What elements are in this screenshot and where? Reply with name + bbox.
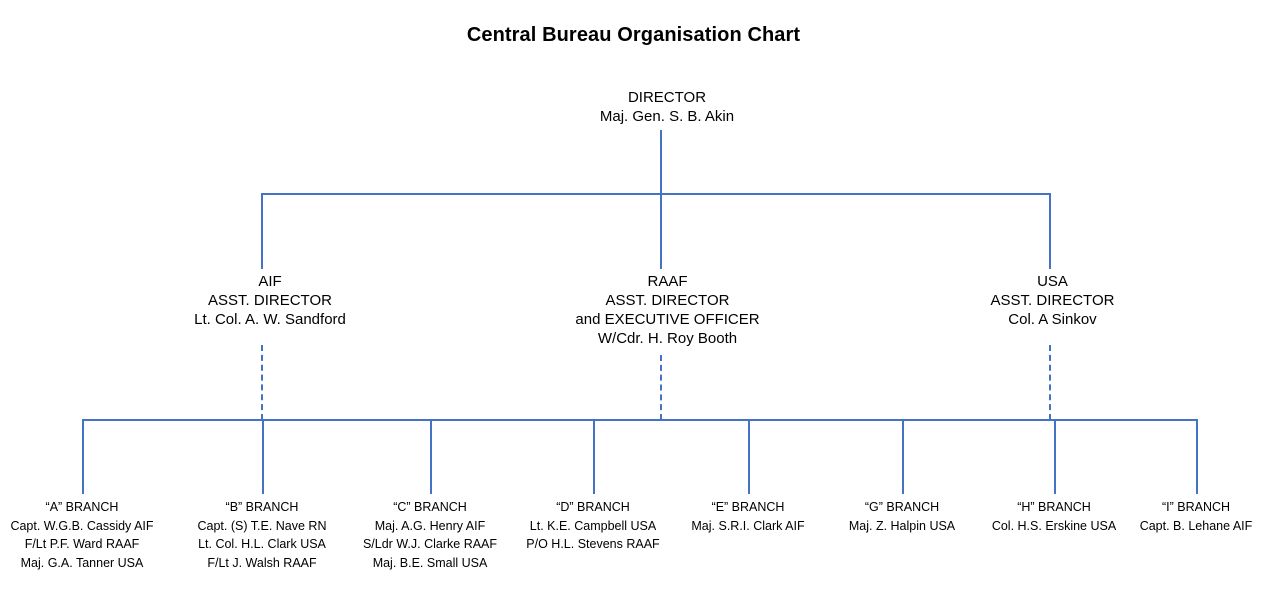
branch-c-member-1: Maj. A.G. Henry AIF	[374, 518, 486, 533]
branch-a-member-2: F/Lt P.F. Ward RAAF	[24, 537, 140, 551]
raaf-role: ASST. DIRECTOR	[605, 292, 730, 309]
page-title: Central Bureau Organisation Chart	[466, 24, 801, 46]
branch-c-member-2: S/Ldr W.J. Clarke RAAF	[362, 537, 498, 551]
branch-c-member-3: Maj. B.E. Small USA	[372, 555, 488, 570]
branch-d-label: “D” BRANCH	[556, 500, 630, 514]
connector-drop-usa	[1049, 193, 1051, 269]
branch-a-label: “A” BRANCH	[45, 500, 119, 514]
connector-dashed-usa	[1049, 345, 1051, 420]
node-branch-i: “I” BRANCH Capt. B. Lehane AIF	[1116, 498, 1267, 535]
branch-b-label: “B” BRANCH	[225, 500, 299, 514]
branch-i-member-1: Capt. B. Lehane AIF	[1139, 518, 1253, 533]
branch-e-member-1: Maj. S.R.I. Clark AIF	[691, 518, 805, 533]
connector-drop-branch-i	[1196, 419, 1198, 494]
usa-service: USA	[1037, 273, 1068, 290]
connector-director-stem	[660, 130, 662, 193]
usa-role: ASST. DIRECTOR	[990, 292, 1115, 309]
branch-d-member-2: P/O H.L. Stevens RAAF	[526, 537, 660, 551]
raaf-person: W/Cdr. H. Roy Booth	[597, 330, 738, 347]
node-asst-director-aif: AIF ASST. DIRECTOR Lt. Col. A. W. Sandfo…	[150, 272, 390, 329]
connector-drop-branch-g	[902, 419, 904, 494]
raaf-role-2: and EXECUTIVE OFFICER	[575, 311, 760, 328]
branch-d-member-1: Lt. K.E. Campbell USA	[529, 518, 657, 533]
branch-b-member-3: F/Lt J. Walsh RAAF	[207, 555, 317, 570]
aif-role: ASST. DIRECTOR	[208, 292, 332, 309]
connector-dashed-raaf	[660, 355, 662, 420]
node-branch-h: “H” BRANCH Col. H.S. Erskine USA	[970, 498, 1138, 535]
director-person: Maj. Gen. S. B. Akin	[599, 108, 735, 125]
branch-g-member-1: Maj. Z. Halpin USA	[848, 518, 956, 533]
node-branch-g: “G” BRANCH Maj. Z. Halpin USA	[822, 498, 982, 535]
branch-b-member-2: Lt. Col. H.L. Clark USA	[198, 537, 326, 551]
node-branch-e: “E” BRANCH Maj. S.R.I. Clark AIF	[668, 498, 828, 535]
connector-drop-branch-e	[748, 419, 750, 494]
connector-drop-raaf	[660, 193, 662, 269]
branch-a-member-1: Capt. W.G.B. Cassidy AIF	[10, 518, 154, 533]
usa-person: Col. A Sinkov	[1008, 311, 1097, 328]
branch-g-label: “G” BRANCH	[864, 500, 940, 514]
node-director: DIRECTOR Maj. Gen. S. B. Akin	[533, 88, 801, 126]
node-asst-director-raaf: RAAF ASST. DIRECTOR and EXECUTIVE OFFICE…	[540, 272, 795, 348]
node-branch-b: “B” BRANCH Capt. (S) T.E. Nave RN Lt. Co…	[176, 498, 348, 572]
aif-person: Lt. Col. A. W. Sandford	[194, 311, 346, 328]
node-branch-c: “C” BRANCH Maj. A.G. Henry AIF S/Ldr W.J…	[344, 498, 516, 572]
branch-h-label: “H” BRANCH	[1017, 500, 1091, 514]
connector-drop-branch-h	[1054, 419, 1056, 494]
node-branch-a: “A” BRANCH Capt. W.G.B. Cassidy AIF F/Lt…	[0, 498, 177, 572]
connector-top-bus	[261, 193, 1050, 195]
branch-c-label: “C” BRANCH	[393, 500, 467, 514]
aif-service: AIF	[258, 273, 282, 290]
raaf-service: RAAF	[647, 273, 688, 290]
connector-drop-branch-a	[82, 419, 84, 494]
branch-b-member-1: Capt. (S) T.E. Nave RN	[197, 518, 327, 533]
node-branch-d: “D” BRANCH Lt. K.E. Campbell USA P/O H.L…	[507, 498, 679, 554]
connector-drop-branch-b	[262, 419, 264, 494]
connector-dashed-aif	[261, 345, 263, 420]
branch-e-label: “E” BRANCH	[711, 500, 785, 514]
connector-drop-branch-d	[593, 419, 595, 494]
connector-drop-branch-c	[430, 419, 432, 494]
branch-i-label: “I” BRANCH	[1161, 500, 1231, 514]
connector-branch-bus	[82, 419, 1197, 421]
director-heading: DIRECTOR	[627, 89, 707, 106]
branch-h-member-1: Col. H.S. Erskine USA	[991, 518, 1117, 533]
branch-a-member-3: Maj. G.A. Tanner USA	[20, 555, 144, 570]
node-asst-director-usa: USA ASST. DIRECTOR Col. A Sinkov	[940, 272, 1165, 329]
connector-drop-aif	[261, 193, 263, 269]
